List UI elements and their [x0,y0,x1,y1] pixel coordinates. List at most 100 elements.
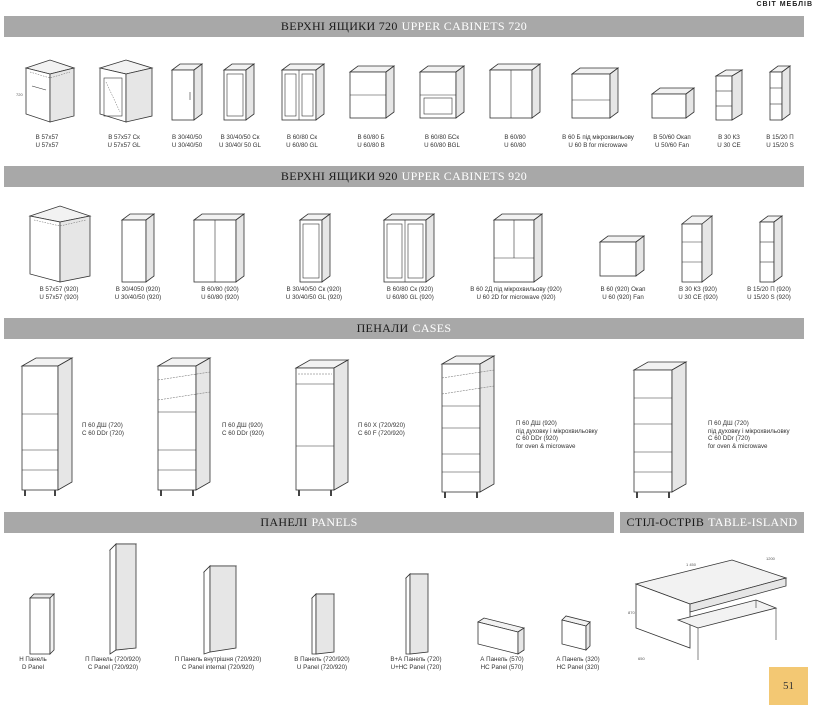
cabinet-upper720-single-glass: В 30/40/50 Ск U 30/40/ 50 GL [212,56,268,149]
cabinet-caption-l2: U 57х57 GL [107,141,141,149]
cabinet-caption-l1: В 57х57 (920) [39,286,79,293]
case-caption-line: for oven & microwave [708,442,768,450]
case-caption-line: С 60 DDr (920) [516,435,558,443]
cabinet-caption-l2: U 50/60 Fan [654,141,690,149]
cabinet-caption-l2: U 60/80 GL (920) [386,293,434,301]
case-caption: П 60 Х (720/920) C 60 F (720/920) [358,422,405,437]
case-caption-line: П 60 ДШ (720) [708,420,749,427]
panel-u-hc: В+А Панель (720) U+HC Panel (720) [378,566,454,671]
cabinet-caption-l2: U 60 2D for microwave (920) [476,293,556,301]
case-caption-line: C 60 DDr (920) [222,429,264,437]
section-title-en: UPPER CABINETS 920 [401,169,528,183]
cabinet-upper720-end: В 30 КЗ U 30 CE [704,56,754,149]
cabinet-caption-l1: В 60/80 Ск (920) [386,286,434,293]
panel-d: Н Панель D Panel [6,580,60,671]
cabinet-caption-l1: В 15/20 П (920) [747,286,791,293]
cabinet-upper720-double-glass: В 60/80 Ск U 60/80 GL [270,56,334,149]
section-bar-panels: ПАНЕЛІ PANELS [4,512,614,533]
section-title-ua: ПАНЕЛІ [260,515,308,529]
case-oven-microwave-720 [620,354,698,500]
cabinet-caption-l1: В 15/20 П [766,134,794,141]
cabinet-upper720-single: В 30/40/50 U 30/40/50 [160,56,214,149]
panel-caption-l1: А Панель (320) [556,656,600,663]
cabinet-caption-l2: U 30/40/50 (920) [114,293,162,301]
cabinet-caption-l2: U 60/80 (920) [201,293,239,301]
section-title-en: TABLE-ISLAND [708,515,798,529]
panel-u: В Панель (720/920) U Panel (720/920) [284,586,360,671]
cabinet-caption-l1: В 30 КЗ (920) [679,286,717,293]
panel-caption-l2: HC Panel (570) [480,663,524,671]
panel-caption-l2: HC Panel (320) [556,663,600,671]
cabinet-caption-l2: U 57х57 [35,141,59,149]
cabinet-upper720-shelf: В 15/20 П U 15/20 S [756,56,804,149]
section-title-ua: ВЕРХНІ ЯЩИКИ 720 [280,19,398,33]
cabinet-caption-l2: U 60/80 BGL [424,141,460,149]
panel-caption-l2: U+HC Panel (720) [390,663,442,671]
case-caption-line: C 60 DDr (720) [82,429,124,437]
section-bar-island: СТІЛ-ОСТРІВ TABLE-ISLAND [620,512,804,533]
panel-caption-l2: C Panel internal (720/920) [181,663,255,671]
dim-label: 650 [638,656,645,661]
cabinet-upper720-corner-glass: В 57х57 Ск U 57х57 GL [86,56,162,149]
cabinet-caption-l2: U 30 CE [717,141,741,149]
cabinet-upper920-double-glass: В 60/80 Ск (920) U 60/80 GL (920) [370,202,450,301]
panel-caption-l1: В+А Панель (720) [390,656,442,663]
page-number: 51 [769,667,808,705]
case-oven-920 [148,350,220,498]
cabinet-caption-l1: В 30/4050 (920) [115,286,161,293]
cabinet-caption-l2: U 60 B for microwave [568,141,628,149]
cabinet-caption-l1: В 60 Б під мікрохвильову [562,134,634,141]
case-caption: П 60 ДШ (720) під духовку і мікрохвильов… [708,420,790,450]
cabinet-caption-l1: В 60/80 [504,134,526,141]
case-caption-line: П 60 ДШ (720) [82,422,123,429]
cabinet-upper720-fan: В 50/60 Окап U 50/60 Fan [642,56,702,149]
cabinet-caption-l1: В 30 КЗ [718,134,740,141]
dim-label: 720 [16,92,23,97]
cabinet-caption-l2: U 30/40/50 GL (920) [285,293,343,301]
section-title-ua: ВЕРХНІ ЯЩИКИ 920 [280,169,398,183]
section-title-ua: ПЕНАЛИ [356,321,409,335]
dim-label: 1 450 [686,562,697,567]
panel-caption-l1: П Панель внутрішня (720/920) [174,656,262,663]
cabinet-caption-l2: U 15/20 S [766,141,794,149]
cabinet-upper920-single: В 30/4050 (920) U 30/40/50 (920) [106,202,170,301]
cabinet-upper720-microwave: В 60 Б під мікрохвильову U 60 B for micr… [552,56,644,149]
cabinet-upper720-double: В 60/80 U 60/80 [478,56,552,149]
panel-caption-l2: U Panel (720/920) [296,663,348,671]
cabinet-upper920-double: В 60/80 (920) U 60/80 (920) [180,202,260,301]
cabinet-caption-l2: U 30/40/ 50 GL [219,141,261,149]
section-bar-upper720: ВЕРХНІ ЯЩИКИ 720 UPPER CABINETS 720 [4,16,804,37]
panel-caption-l1: П Панель (720/920) [85,656,141,663]
dim-label: 1200 [766,556,776,561]
cabinet-caption-l1: В 60/80 БСк [424,134,460,141]
cabinet-caption-l2: U 60/80 [504,141,526,149]
panel-caption-l2: C Panel (720/920) [87,663,139,671]
section-bar-upper920: ВЕРХНІ ЯЩИКИ 920 UPPER CABINETS 920 [4,166,804,187]
case-caption-line: C 60 F (720/920) [358,429,405,437]
case-caption-line: під духовку і мікрохвильовку [516,427,598,435]
panel-hc-570: А Панель (570) HC Panel (570) [464,604,540,671]
cabinet-caption-l1: В 60 2Д під мікрохвильову (920) [470,286,562,293]
case-caption-line: for oven & microwave [516,442,576,450]
panel-hc-320: А Панель (320) HC Panel (320) [546,606,610,671]
cabinet-upper720-lift-glass: В 60/80 БСк U 60/80 BGL [408,56,476,149]
cabinet-upper920-corner: В 57х57 (920) U 57х57 (920) [16,202,102,301]
cabinet-caption-l2: U 30/40/50 [171,141,203,149]
case-oven-microwave-920 [428,346,506,500]
cabinet-caption-l2: U 60 (920) Fan [602,293,644,301]
cabinet-caption-l1: В 57х57 Ск [108,134,140,141]
cabinet-caption-l2: U 60/80 B [357,141,385,149]
cabinet-caption-l2: U 60/80 GL [286,141,318,149]
panel-c-internal: П Панель внутрішня (720/920) C Panel int… [166,556,270,671]
case-caption-line: С 60 DDr (720) [708,435,750,443]
section-title-en: CASES [412,321,452,335]
cabinet-caption-l1: В 30/40/50 Ск [220,134,260,141]
cabinet-caption-l1: В 60/80 Ск [286,134,318,141]
case-fridge [286,352,356,498]
cabinet-upper920-end: В 30 КЗ (920) U 30 CE (920) [668,202,728,301]
cabinet-caption-l2: U 57х57 (920) [39,293,79,301]
case-caption-line: під духовку і мікрохвильовку [708,427,790,435]
cabinet-upper920-shelf: В 15/20 П (920) U 15/20 S (920) [738,202,800,301]
cabinet-caption-l1: В 50/60 Окап [653,134,691,141]
cabinet-upper720-corner: 720 В 57х57 U 57х57 [12,56,82,149]
